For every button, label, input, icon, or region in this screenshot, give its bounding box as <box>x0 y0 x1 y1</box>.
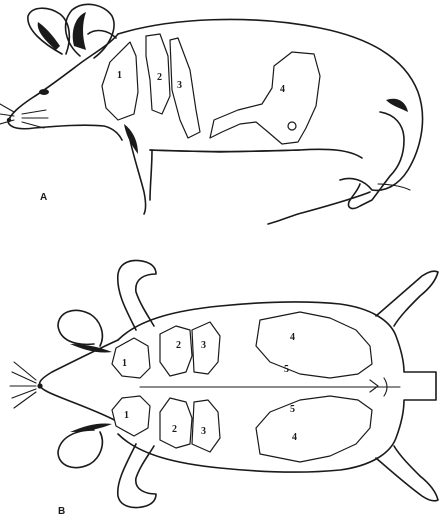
panel-a-gland-label-2: 2 <box>157 72 162 83</box>
panel-b-nose <box>37 383 42 388</box>
panel-b-whiskers <box>10 362 36 408</box>
panel-b-gland-label-1-upper: 1 <box>122 358 127 369</box>
panel-a-label: A <box>40 192 47 203</box>
panel-b-gland-2-upper <box>160 326 192 376</box>
panel-a-hind-leg <box>348 112 404 208</box>
panel-a-gland-label-1: 1 <box>117 70 122 81</box>
panel-b-ear-bottom <box>58 430 102 468</box>
panel-b-limb-hind-bottom <box>376 446 438 501</box>
panel-a-gland-label-3: 3 <box>177 80 182 91</box>
panel-a-front-leg <box>130 140 152 214</box>
panel-b-gland-3-lower <box>192 400 220 452</box>
panel-a-gland-label-4: 4 <box>280 84 285 95</box>
panel-b-gland-3-upper <box>192 322 220 374</box>
panel-a-whiskers <box>0 104 48 128</box>
panel-a-ear-back <box>28 8 70 54</box>
panel-b-gland-label-1-lower: 1 <box>124 410 129 421</box>
panel-b-gland-4-lower <box>256 396 372 462</box>
panel-b-gland-label-2-lower: 2 <box>172 424 177 435</box>
panel-b-label: B <box>58 506 65 517</box>
panel-b-gland-2-lower <box>160 398 192 448</box>
panel-b-gland-label-4-lower: 4 <box>292 432 297 443</box>
panel-b-gland-label-4-upper: 4 <box>290 332 295 343</box>
panel-b-gland-1-lower <box>112 396 150 436</box>
panel-b-ear-top <box>58 310 102 346</box>
panel-a-gland-4-nipple <box>288 122 296 130</box>
panel-a-eye <box>39 89 49 95</box>
panel-a-ear-front-shade <box>73 12 86 50</box>
panel-a-hind-leg-shade <box>386 99 408 112</box>
panel-a-gland-4 <box>210 52 320 144</box>
panel-b-gland-label-3-upper: 3 <box>201 340 206 351</box>
panel-a-gland-3 <box>170 38 200 138</box>
panel-b-gland-4-upper <box>256 312 372 378</box>
panel-a-belly <box>150 149 362 158</box>
panel-a-body-outline <box>88 19 423 190</box>
panel-a-gland-1 <box>102 42 138 120</box>
panel-b-limb-hind-top <box>376 271 438 326</box>
panel-b-gland-label-5-upper: 5 <box>284 364 289 375</box>
panel-a-lateral-view: 1 2 3 4 A <box>0 4 423 224</box>
panel-b-gland-label-2-upper: 2 <box>176 340 181 351</box>
panel-b-gland-label-3-lower: 3 <box>201 426 206 437</box>
panel-a-front-leg-shade <box>124 124 138 154</box>
panel-b-gland-label-5-lower: 5 <box>290 404 295 415</box>
panel-b-ventral-view: 1 2 3 4 5 1 2 3 4 5 B <box>10 261 438 518</box>
panel-b-gland-1-upper <box>112 338 150 378</box>
panel-b-limb-front-top <box>118 261 156 331</box>
